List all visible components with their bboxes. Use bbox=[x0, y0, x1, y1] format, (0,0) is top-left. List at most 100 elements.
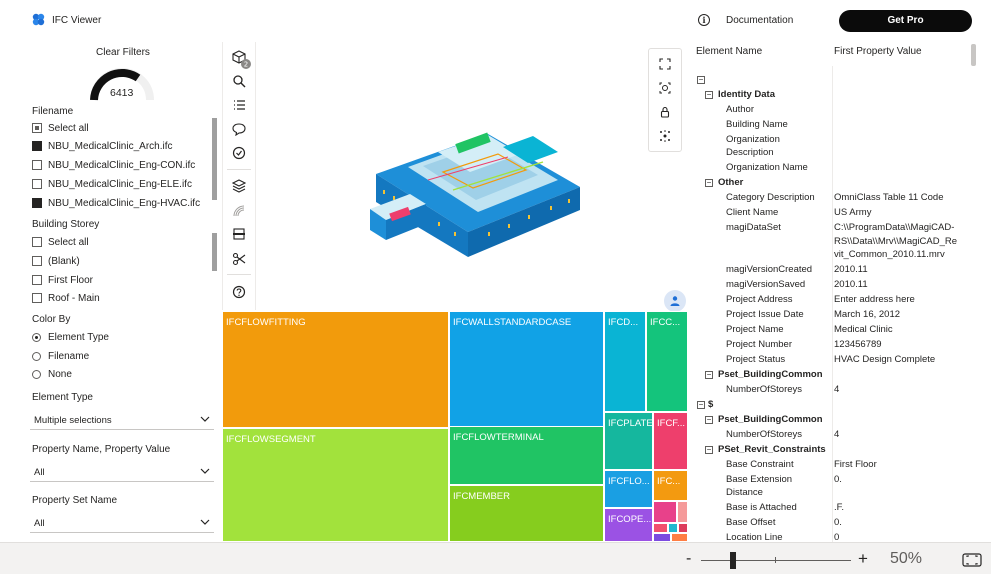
treemap-tile[interactable]: IFCPLATE bbox=[604, 412, 653, 470]
zoom-out-button[interactable]: - bbox=[686, 550, 692, 567]
info-icon[interactable]: i bbox=[698, 14, 710, 26]
table-row[interactable]: Author bbox=[690, 103, 980, 118]
filename-option[interactable]: NBU_MedicalClinic_Eng-HVAC.ifc bbox=[32, 196, 200, 210]
treemap-tile[interactable]: IFCFLOWSEGMENT bbox=[222, 428, 449, 542]
checkbox[interactable] bbox=[32, 293, 42, 303]
table-row[interactable]: Building Name bbox=[690, 118, 980, 133]
model-cube-icon[interactable] bbox=[232, 50, 246, 64]
focus-icon[interactable] bbox=[659, 82, 671, 94]
search-icon[interactable] bbox=[232, 74, 246, 88]
clear-filters-button[interactable]: Clear Filters bbox=[96, 47, 150, 58]
property-set-dropdown[interactable]: All bbox=[30, 512, 214, 533]
3d-viewport[interactable] bbox=[258, 42, 688, 310]
layers-icon[interactable] bbox=[232, 179, 246, 193]
table-row[interactable]: Distance bbox=[690, 486, 980, 501]
checkbox[interactable] bbox=[32, 237, 42, 247]
treemap-tile[interactable]: IFC... bbox=[653, 470, 688, 501]
table-row[interactable]: −Identity Data bbox=[690, 88, 980, 103]
column-header-element-name[interactable]: Element Name bbox=[696, 46, 763, 57]
treemap-tile[interactable]: IFCFLOWFITTING bbox=[222, 311, 449, 428]
treemap-tile[interactable] bbox=[653, 523, 668, 533]
storey-scrollbar[interactable] bbox=[212, 233, 217, 271]
treemap-tile[interactable] bbox=[677, 501, 688, 523]
collapse-toggle-icon[interactable]: − bbox=[705, 370, 713, 379]
documentation-link[interactable]: Documentation bbox=[726, 15, 794, 26]
collapse-toggle-icon[interactable]: − bbox=[697, 400, 705, 409]
filename-option[interactable]: NBU_MedicalClinic_Arch.ifc bbox=[32, 139, 172, 153]
collapse-toggle-icon[interactable]: − bbox=[705, 90, 713, 99]
lock-icon[interactable] bbox=[659, 106, 671, 118]
table-row[interactable]: − bbox=[690, 73, 980, 88]
color-by-element-type[interactable]: Element Type bbox=[32, 330, 109, 344]
storey-option[interactable]: First Floor bbox=[32, 273, 93, 287]
collapse-toggle-icon[interactable]: − bbox=[705, 178, 713, 187]
element-type-dropdown[interactable]: Multiple selections bbox=[30, 409, 214, 430]
checkbox[interactable] bbox=[32, 179, 42, 189]
section-plane-icon[interactable] bbox=[232, 227, 246, 241]
color-by-none[interactable]: None bbox=[32, 367, 72, 381]
treemap-tile[interactable]: IFCMEMBER bbox=[449, 485, 604, 542]
collapse-toggle-icon[interactable]: − bbox=[697, 75, 705, 84]
radio-button[interactable] bbox=[32, 351, 41, 361]
table-row[interactable]: −Pset_BuildingCommon bbox=[690, 368, 980, 383]
storey-select-all[interactable]: Select all bbox=[32, 235, 89, 249]
fullscreen-icon[interactable] bbox=[659, 58, 671, 70]
comment-icon[interactable] bbox=[232, 122, 246, 136]
checkbox[interactable] bbox=[32, 275, 42, 285]
treemap-tile[interactable]: IFCWALLSTANDARDCASE bbox=[449, 311, 604, 428]
zoom-slider-thumb[interactable] bbox=[730, 552, 736, 569]
filename-select-all[interactable]: Select all bbox=[32, 121, 89, 135]
storey-option[interactable]: Roof - Main bbox=[32, 291, 100, 305]
treemap-tile[interactable]: IFCFLOWTERMINAL bbox=[449, 426, 604, 485]
treemap-tile[interactable]: IFCOPE... bbox=[604, 508, 653, 542]
table-row[interactable]: RS\\Data\\Mrv\\MagiCAD_Re bbox=[690, 235, 980, 250]
table-row[interactable]: −Pset_BuildingCommon bbox=[690, 413, 980, 428]
treemap-tile[interactable]: IFCC... bbox=[646, 311, 688, 412]
treemap-tile[interactable] bbox=[671, 533, 688, 542]
treemap-tile[interactable]: IFCF... bbox=[653, 412, 688, 470]
color-by-filename[interactable]: Filename bbox=[32, 349, 89, 363]
table-row[interactable]: −Other bbox=[690, 176, 980, 191]
list-icon[interactable] bbox=[232, 98, 246, 112]
assistant-button[interactable] bbox=[664, 290, 686, 312]
table-row[interactable]: vit_Common_2010.11.mrv bbox=[690, 248, 980, 263]
treemap-tile[interactable]: IFCFLO... bbox=[604, 470, 653, 508]
table-scrollbar[interactable] bbox=[971, 44, 976, 66]
checkbox[interactable] bbox=[32, 160, 42, 170]
filename-scrollbar[interactable] bbox=[212, 118, 217, 200]
collapse-toggle-icon[interactable]: − bbox=[705, 445, 713, 454]
storey-option[interactable]: (Blank) bbox=[32, 254, 80, 268]
zoom-slider-track[interactable] bbox=[701, 560, 851, 561]
zoom-in-button[interactable]: + bbox=[858, 549, 868, 568]
help-icon[interactable] bbox=[232, 285, 246, 299]
checkbox[interactable] bbox=[32, 123, 42, 133]
signal-icon[interactable] bbox=[232, 204, 246, 218]
table-row[interactable]: Description bbox=[690, 146, 980, 161]
treemap-tile[interactable] bbox=[678, 523, 688, 533]
table-row[interactable]: −PSet_Revit_Constraints bbox=[690, 443, 980, 458]
radio-button[interactable] bbox=[32, 369, 41, 379]
checkbox[interactable] bbox=[32, 198, 42, 208]
filename-option[interactable]: NBU_MedicalClinic_Eng-ELE.ifc bbox=[32, 177, 192, 191]
checkbox[interactable] bbox=[32, 141, 42, 151]
checkbox[interactable] bbox=[32, 256, 42, 266]
radio-button[interactable] bbox=[32, 332, 41, 342]
treemap-tile[interactable] bbox=[668, 523, 678, 533]
column-header-first-property-value[interactable]: First Property Value bbox=[834, 46, 922, 57]
explode-icon[interactable] bbox=[659, 130, 671, 142]
